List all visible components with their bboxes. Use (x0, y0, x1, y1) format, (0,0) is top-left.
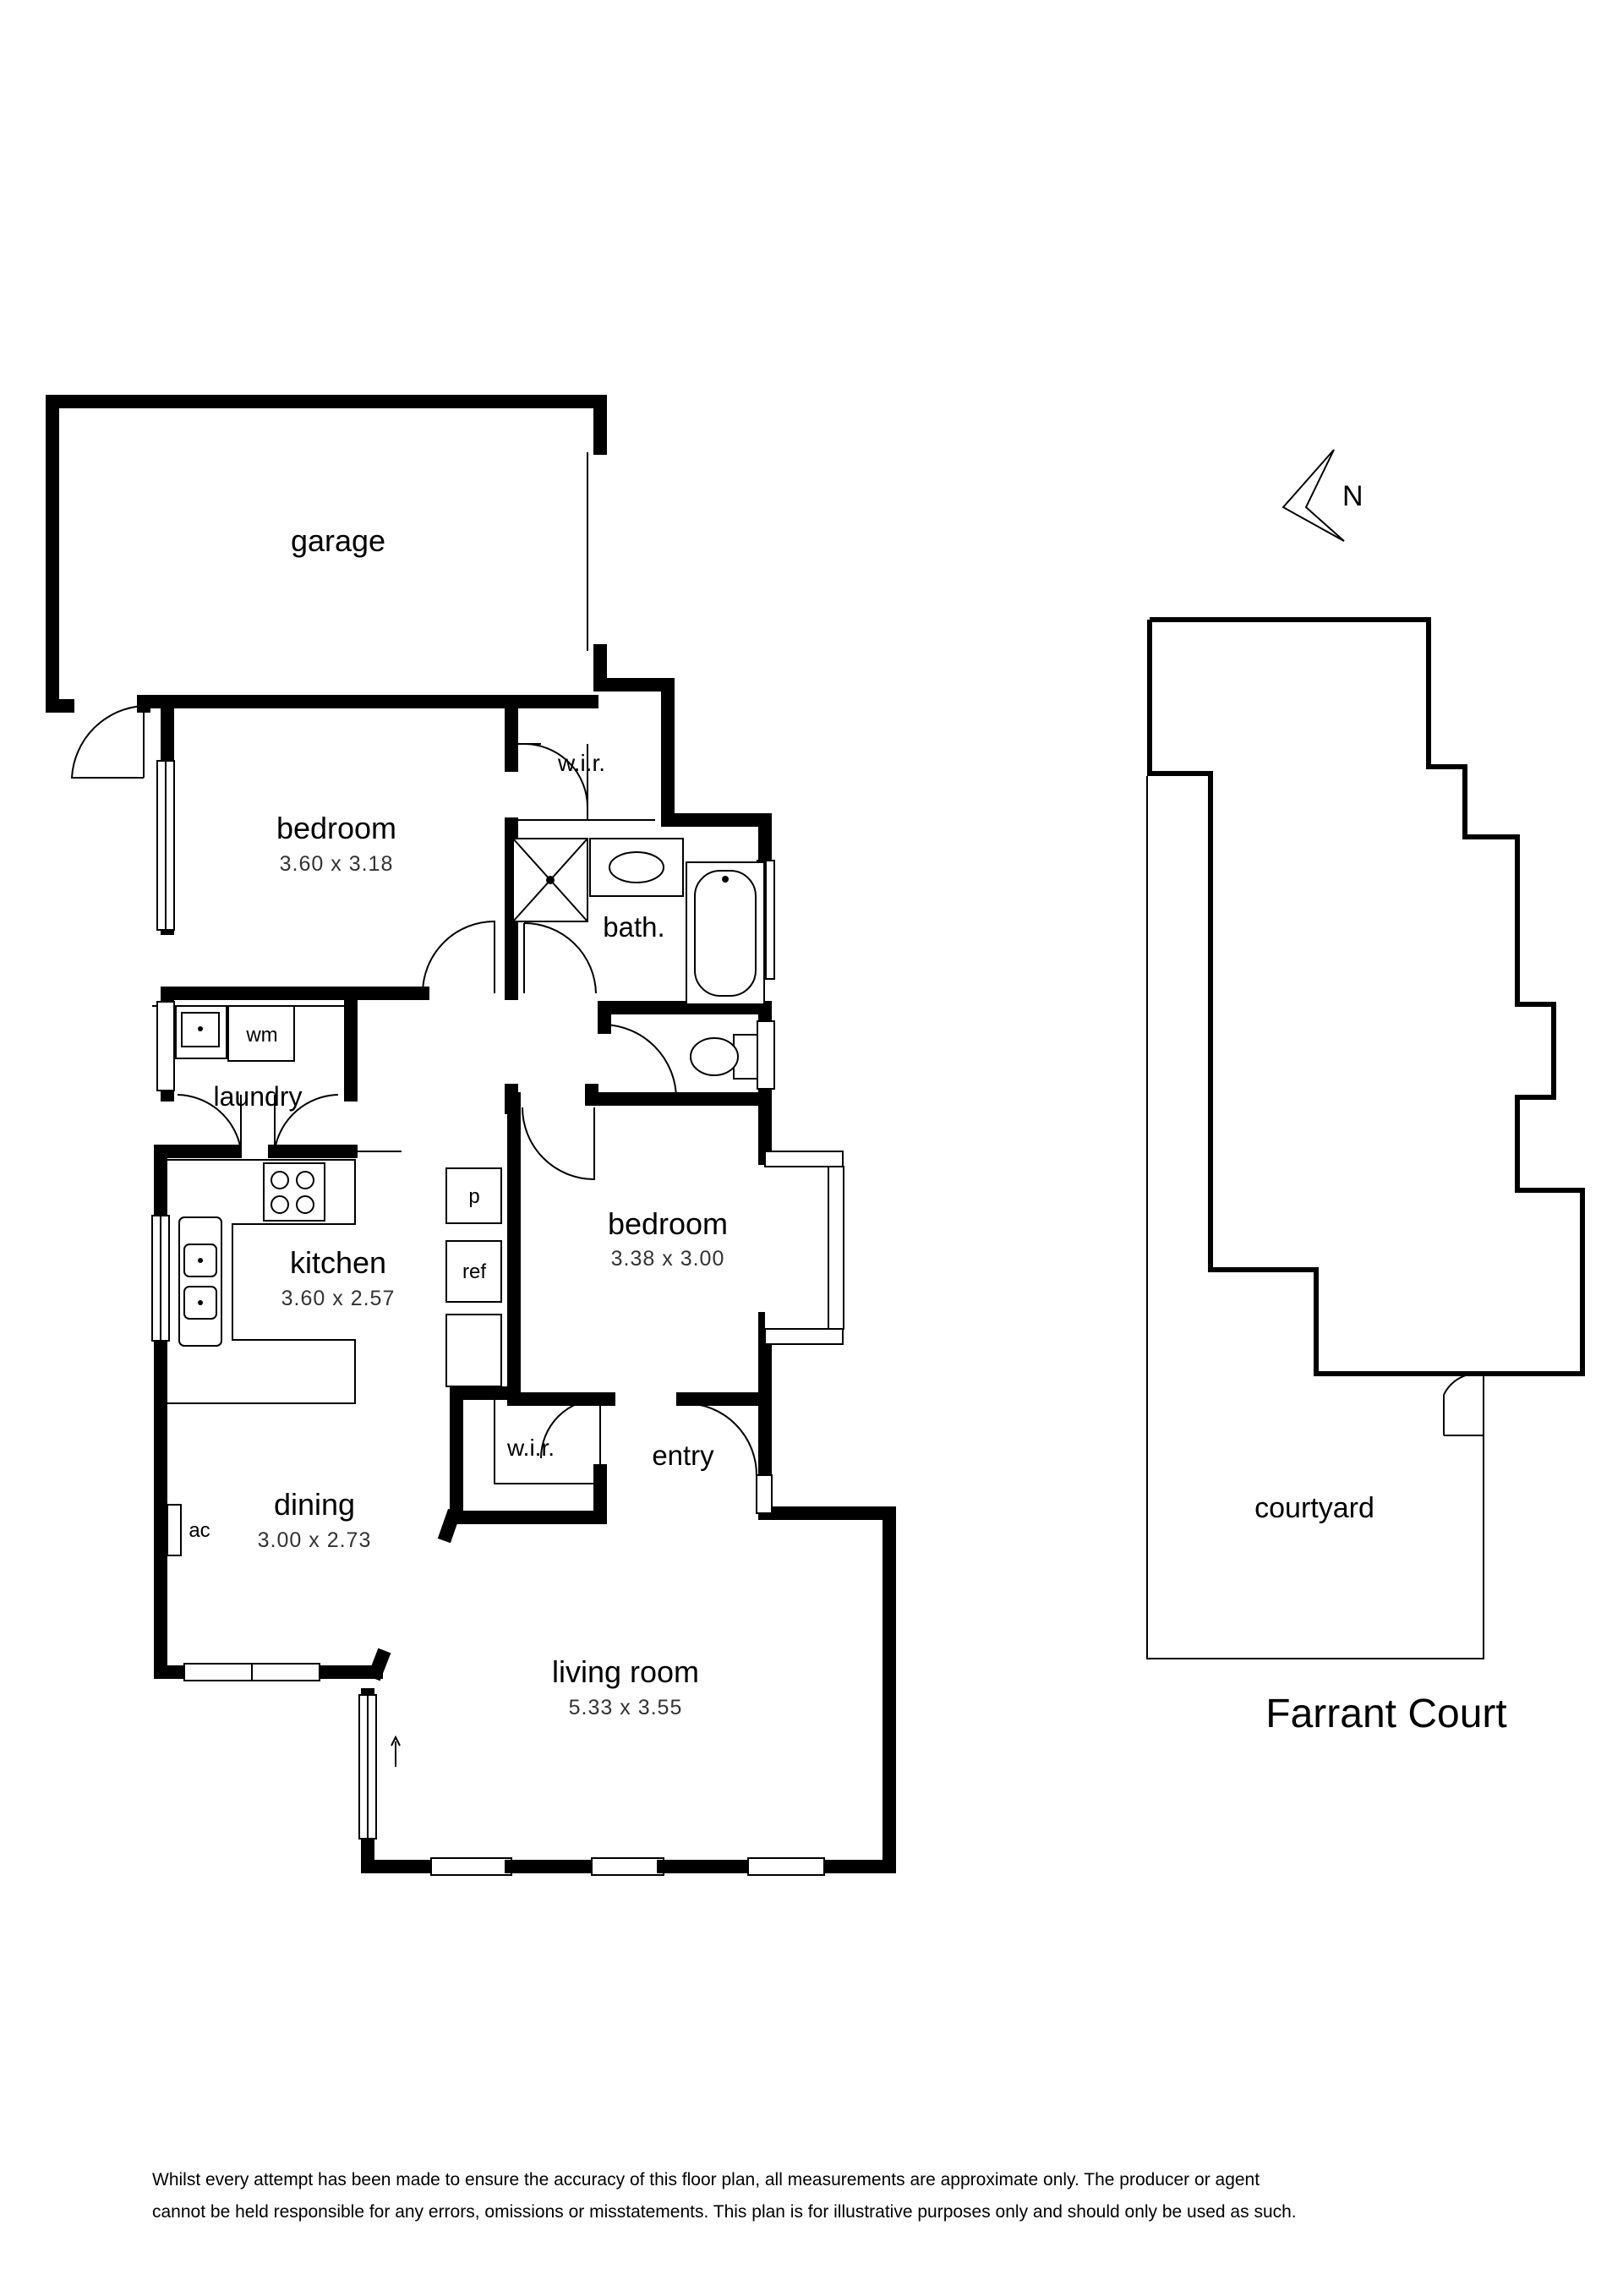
wir-2 (450, 1386, 607, 1524)
laundry-doors (177, 1094, 339, 1151)
toilet (690, 1034, 758, 1080)
bedroom-1-door (422, 920, 495, 994)
bath-label: bath. (603, 911, 664, 943)
kitchen-label: kitchen (290, 1245, 386, 1280)
garage-label: garage (291, 523, 385, 558)
ac-label: ac (189, 1519, 210, 1542)
garage-door (70, 705, 145, 779)
ref-label: ref (462, 1260, 486, 1283)
living-side-window (358, 1694, 401, 1840)
entry-label: entry (652, 1440, 714, 1471)
toilet-door (604, 1024, 677, 1098)
street-name: Farrant Court (1265, 1692, 1506, 1736)
dining-window (183, 1663, 320, 1681)
toilet-window (757, 1020, 775, 1090)
wm-label: wm (245, 1024, 277, 1047)
washing-machine (227, 1005, 295, 1062)
dining-dims: 3.00 x 2.73 (258, 1528, 372, 1552)
bedroom-1-dims: 3.60 x 3.18 (280, 852, 394, 876)
pantry-label: p (468, 1185, 479, 1208)
garage-walls (46, 395, 675, 827)
wir-1-label: w.i.r. (557, 750, 605, 776)
site-plan (1146, 617, 1585, 1659)
basin (589, 838, 684, 897)
bedroom-2-dims: 3.38 x 3.00 (611, 1247, 725, 1271)
shower (512, 838, 588, 922)
living-room-label: living room (552, 1654, 699, 1689)
courtyard-label: courtyard (1254, 1492, 1374, 1524)
dining-label: dining (274, 1487, 355, 1522)
bathtub (686, 861, 765, 1005)
laundry-window (156, 1001, 175, 1091)
bedroom-2-label: bedroom (608, 1206, 728, 1241)
living-room-dims: 5.33 x 3.55 (569, 1696, 683, 1719)
wir-1 (511, 743, 655, 821)
pantry-ref-cupboards (445, 1167, 502, 1387)
north-arrow-icon (1281, 449, 1345, 542)
north-label: N (1342, 480, 1363, 512)
kitchen-sink (178, 1216, 222, 1347)
bedroom-2-bay-window (764, 1151, 844, 1345)
bedroom-1-window (156, 760, 175, 931)
bath-door (523, 922, 597, 994)
entry-door (684, 1402, 773, 1514)
laundry-sink (175, 1005, 227, 1059)
ac-unit (167, 1504, 182, 1556)
kitchen-benches (167, 1159, 356, 1404)
disclaimer-line-2: cannot be held responsible for any error… (152, 2202, 1297, 2222)
disclaimer: Whilst every attempt has been made to en… (152, 2164, 1505, 2228)
kitchen-window (151, 1215, 170, 1342)
kitchen-dims: 3.60 x 2.57 (281, 1287, 396, 1310)
wir-2-label: w.i.r. (506, 1435, 555, 1461)
living-bottom-windows (361, 1857, 825, 1876)
bedroom-1-label: bedroom (276, 811, 396, 845)
living-walls (361, 1392, 896, 1873)
bedroom-2-door (522, 1107, 595, 1181)
laundry-label: laundry (214, 1081, 303, 1112)
disclaimer-line-1: Whilst every attempt has been made to en… (152, 2170, 1260, 2189)
kitchen-dining-walls (154, 1145, 402, 1679)
cooktop (263, 1162, 325, 1222)
bedroom-2-walls (505, 1084, 772, 1406)
